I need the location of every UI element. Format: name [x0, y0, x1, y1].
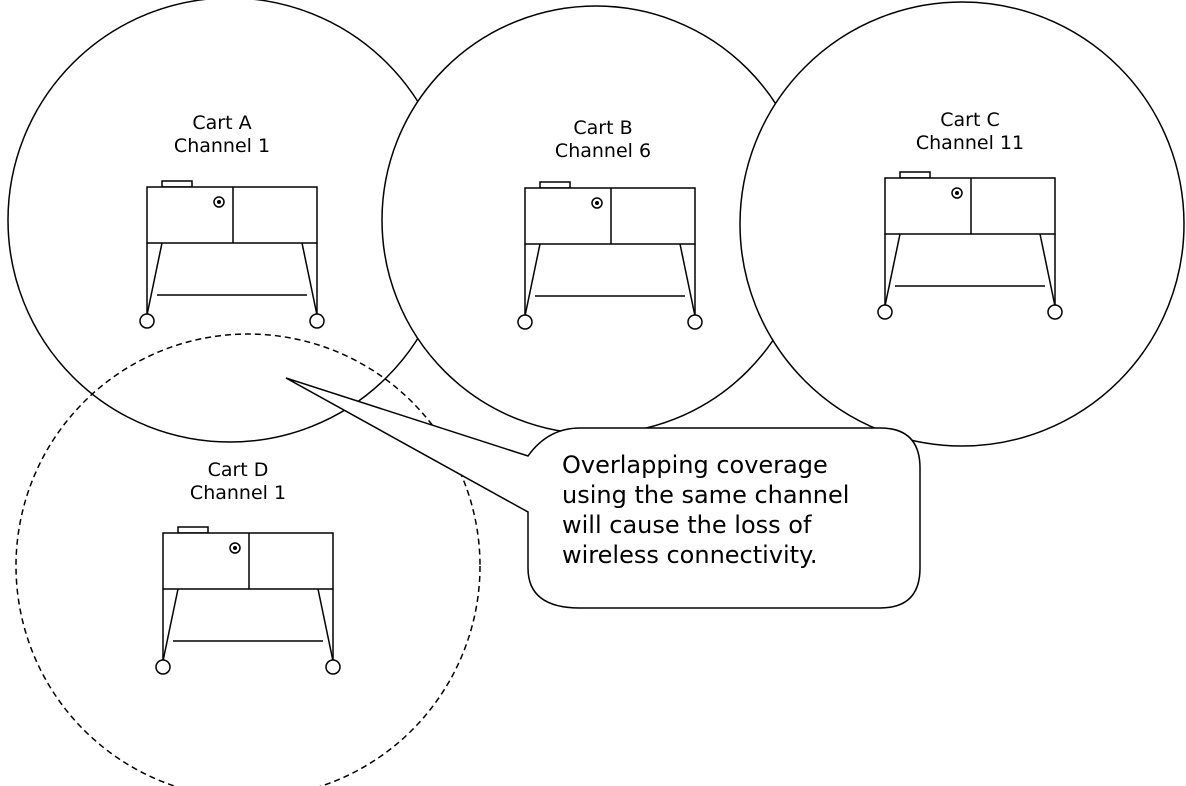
- callout-line-3: will cause the loss of: [562, 511, 812, 539]
- cart-a-channel: Channel 1: [173, 135, 271, 157]
- cart-d-label: Cart D Channel 1: [178, 459, 298, 505]
- cart-d-name: Cart D: [207, 459, 269, 481]
- cart-b-label: Cart B Channel 6: [538, 117, 668, 163]
- callout-line-4: wireless connectivity.: [562, 541, 818, 569]
- coverage-area-cart-d: [15, 333, 481, 786]
- cart-d-channel: Channel 1: [189, 482, 287, 504]
- cart-c-name: Cart C: [940, 109, 1000, 131]
- cart-a-name: Cart A: [192, 112, 252, 134]
- cart-b-name: Cart B: [573, 117, 633, 139]
- callout-line-2: using the same channel: [562, 481, 850, 509]
- cart-b-channel: Channel 6: [554, 140, 652, 162]
- callout-text: Overlapping coverage using the same chan…: [562, 450, 922, 570]
- cart-a-label: Cart A Channel 1: [162, 112, 282, 158]
- cart-c-label: Cart C Channel 11: [900, 109, 1040, 155]
- cart-c-channel: Channel 11: [915, 132, 1025, 154]
- callout-bubble: [285, 377, 921, 609]
- callout-line-1: Overlapping coverage: [562, 451, 828, 479]
